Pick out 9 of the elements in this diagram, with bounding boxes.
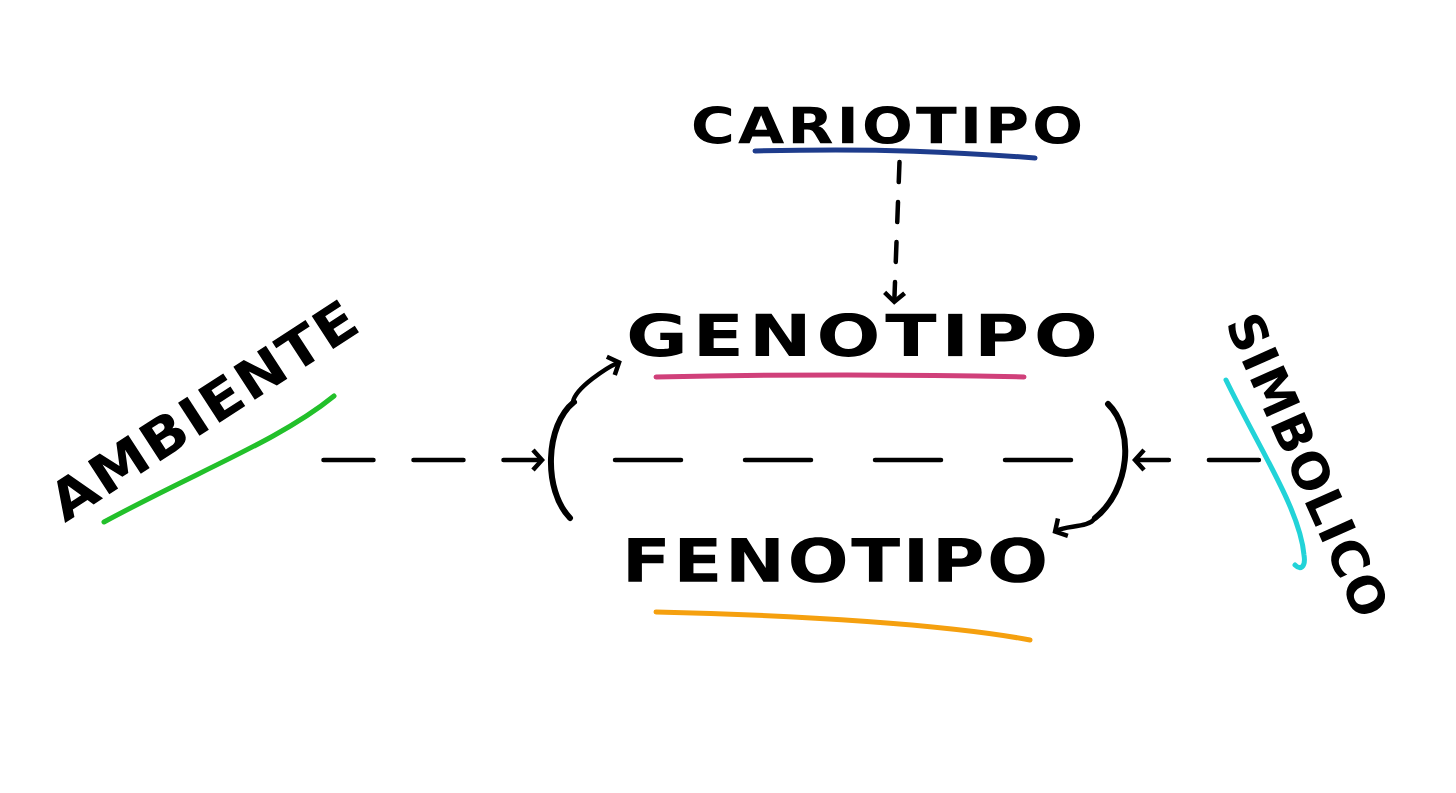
arrow bbox=[1052, 515, 1098, 538]
handwritten-label: CARIOTIPO bbox=[693, 106, 1081, 144]
handwritten-label: FENOTIPO bbox=[628, 537, 1045, 583]
dashed-arrow bbox=[883, 159, 907, 305]
arrow bbox=[570, 354, 622, 405]
bracket bbox=[548, 399, 1129, 521]
dashed-arrow bbox=[1132, 448, 1262, 472]
handwritten-label: GENOTIPO bbox=[629, 313, 1095, 357]
dashed-arrow bbox=[321, 448, 545, 472]
